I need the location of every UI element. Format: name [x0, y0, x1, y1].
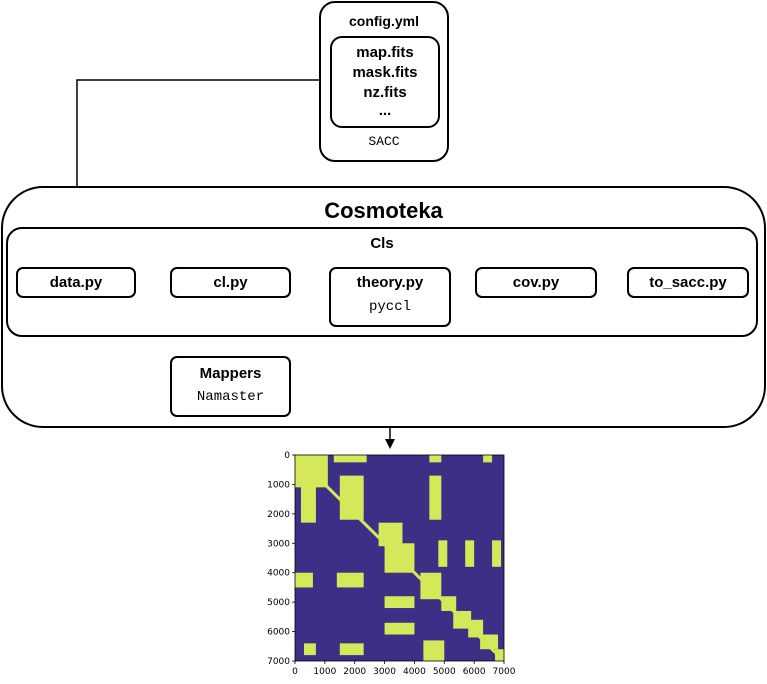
config-container: config.yml map.fits mask.fits nz.fits ..…: [319, 1, 449, 162]
y-tick-label: 3000: [267, 539, 290, 549]
x-tick-label: 2000: [343, 667, 366, 677]
sacc-label: SACC: [368, 134, 400, 149]
heatmap-block: [339, 475, 364, 520]
y-tick-label: 7000: [267, 657, 290, 667]
heatmap-diagonal: [293, 453, 506, 663]
node-mappers-label: Mappers: [199, 365, 262, 382]
node-theory-py-label: theory.py: [356, 274, 424, 291]
heatmap-block: [384, 596, 415, 609]
x-tick-label: 4000: [403, 667, 426, 677]
cls-title: Cls: [370, 235, 394, 252]
x-tick-label: 7000: [493, 667, 516, 677]
heatmap-block: [429, 455, 442, 463]
node-cov-py-label: cov.py: [512, 274, 560, 291]
heatmap-block: [423, 640, 445, 661]
x-tick-label: 0: [292, 667, 298, 677]
y-tick-label: 1000: [267, 480, 290, 490]
heatmap-block: [333, 455, 367, 463]
x-tick-label: 5000: [433, 667, 456, 677]
heatmap-block: [393, 549, 406, 558]
node-to-sacc-py-label: to_sacc.py: [649, 274, 727, 291]
y-tick-label: 6000: [267, 628, 290, 638]
node-cov-py[interactable]: cov.py: [475, 267, 597, 298]
config-file-3: ...: [378, 102, 392, 119]
node-cl-py[interactable]: cl.py: [170, 267, 291, 298]
heatmap-block: [480, 634, 499, 650]
x-tick-label: 1000: [313, 667, 336, 677]
heatmap-block: [384, 622, 415, 635]
heatmap-block: [465, 540, 475, 567]
x-tick-label: 3000: [373, 667, 396, 677]
heatmap-block: [438, 540, 448, 567]
x-tick-label: 6000: [463, 667, 486, 677]
heatmap-block: [483, 455, 493, 463]
config-title: config.yml: [348, 13, 419, 29]
heatmap-block: [303, 643, 316, 656]
heatmap-block: [295, 572, 313, 588]
node-to-sacc-py[interactable]: to_sacc.py: [627, 267, 749, 298]
config-file-0: map.fits: [356, 44, 414, 61]
y-tick-label: 4000: [267, 569, 290, 579]
config-files-box: map.fits mask.fits nz.fits ...: [330, 36, 440, 128]
node-theory-py-sublabel: pyccl: [368, 299, 411, 315]
heatmap-block: [300, 502, 316, 523]
node-cl-py-label: cl.py: [213, 274, 248, 291]
config-file-1: mask.fits: [352, 64, 418, 81]
node-mappers-sublabel: Namaster: [196, 389, 265, 405]
node-mappers[interactable]: Mappers Namaster: [170, 356, 291, 417]
heatmap-frame: [294, 454, 505, 662]
heatmap-block: [468, 619, 484, 638]
heatmap-block: [378, 522, 403, 547]
config-file-2: nz.fits: [363, 84, 407, 101]
y-tick-label: 5000: [267, 598, 290, 608]
heatmap-block: [336, 572, 364, 588]
y-tick-label: 0: [284, 451, 290, 461]
heatmap-block: [300, 463, 316, 514]
node-theory-py[interactable]: theory.py pyccl: [329, 267, 451, 327]
y-tick-label: 2000: [267, 510, 290, 520]
heatmap-block: [441, 596, 457, 611]
heatmap-block: [429, 475, 442, 520]
heatmap-block: [339, 643, 364, 656]
node-data-py-label: data.py: [49, 274, 103, 291]
cosmoteka-title: Cosmoteka: [324, 198, 443, 223]
heatmap-block: [492, 540, 502, 567]
node-data-py[interactable]: data.py: [16, 267, 136, 298]
